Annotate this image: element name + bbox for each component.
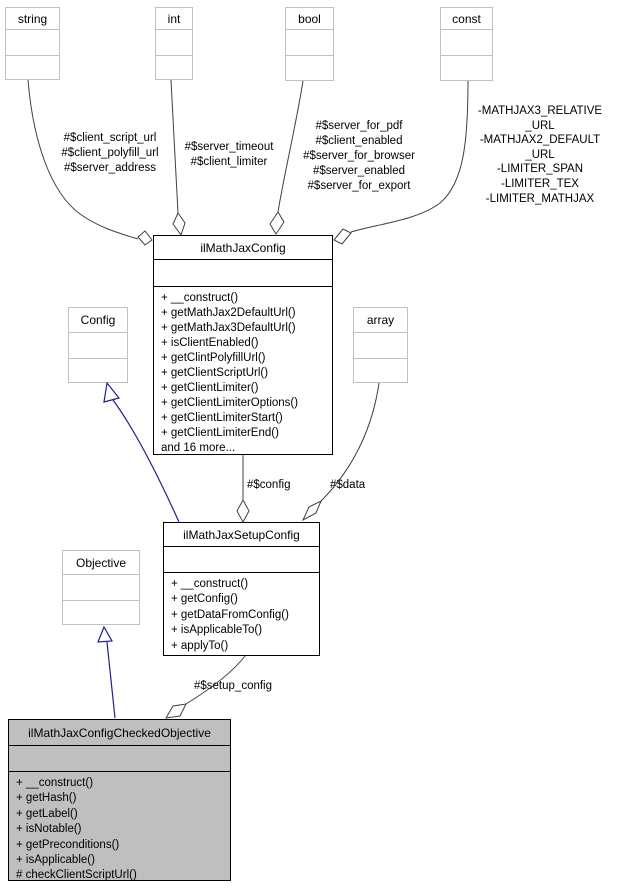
operations-compartment — [6, 55, 59, 79]
method-label: and 16 more... — [161, 442, 236, 454]
aggregation-diamond — [333, 228, 352, 245]
operations-compartment — [63, 600, 139, 624]
edge-label-config: #$config — [247, 479, 291, 491]
method-label: + getDataFromConfig() — [171, 608, 289, 621]
method-label: + getClientLimiterOptions() — [161, 397, 299, 409]
aggregation-diamond — [269, 211, 285, 235]
method-label: + __construct() — [161, 292, 239, 304]
operations-compartment — [354, 358, 407, 382]
method-label: + getClientLimiterStart() — [161, 412, 283, 424]
class-box-bool: bool — [285, 7, 334, 81]
class-title: ilMathJaxSetupConfig — [183, 527, 300, 542]
method-label: + getHash() — [16, 792, 77, 805]
class-box-ilmathjaxconfig[interactable]: ilMathJaxConfig + __construct() + getMath… — [153, 235, 333, 455]
aggregation-diamond — [236, 498, 250, 524]
class-box-const: const — [440, 7, 493, 81]
class-box-ilmathjaxconfigcheckedobjective: ilMathJaxConfigCheckedObjective + __cons… — [8, 719, 231, 881]
attributes-compartment — [69, 332, 127, 358]
attributes-compartment — [63, 574, 139, 600]
method-label: + isNotable() — [16, 823, 82, 836]
attributes-compartment — [354, 332, 407, 358]
method-label: + getMathJax3DefaultUrl() — [161, 322, 296, 334]
operations-compartment — [286, 55, 333, 80]
method-label: + getMathJax2DefaultUrl() — [161, 307, 296, 319]
method-label: + getConfig() — [171, 593, 238, 606]
class-box-array: array — [353, 307, 408, 383]
method-label: + getPreconditions() — [16, 838, 120, 851]
operations-compartment — [156, 55, 192, 79]
method-label: # checkClientScriptUrl() — [16, 869, 137, 882]
class-title: const — [452, 11, 481, 26]
edge-label-int-fields: #$server_timeout #$client_limiter — [184, 141, 274, 168]
aggregation-diamond — [172, 211, 186, 237]
attributes-compartment — [6, 29, 59, 55]
aggregation-diamond — [137, 230, 153, 246]
method-label: + isClientEnabled() — [161, 337, 259, 349]
edge-label-const-fields: -MATHJAX3_RELATIVE _URL -MATHJAX2_DEFAUL… — [477, 105, 603, 205]
class-title: ilMathJaxConfig — [200, 240, 286, 255]
edge-label-bool-fields: #$server_for_pdf #$client_enabled #$serv… — [303, 120, 415, 192]
attributes-compartment — [154, 259, 332, 286]
class-title: int — [167, 11, 181, 26]
method-label: + getClintPolyfillUrl() — [161, 352, 266, 364]
operations-compartment — [69, 358, 127, 382]
class-title: ilMathJaxConfigCheckedObjective — [28, 725, 211, 740]
method-label: + __construct() — [16, 777, 94, 789]
attributes-compartment — [286, 29, 333, 55]
edge-label-data: #$data — [330, 479, 366, 491]
operations-compartment: + __construct() + getHash() + getLabel() + … — [9, 771, 230, 884]
operations-compartment — [441, 55, 492, 80]
attributes-compartment — [164, 546, 319, 572]
method-label: + getClientLimiterEnd() — [161, 427, 279, 439]
class-title: string — [17, 11, 48, 26]
method-label: + getClientScriptUrl() — [161, 367, 269, 379]
class-box-config[interactable]: Config — [68, 307, 128, 383]
edge-label-string-fields: #$client_script_url #$client_polyfill_ur… — [61, 132, 159, 174]
class-box-string: string — [5, 7, 60, 80]
method-label: + isApplicableTo() — [171, 624, 263, 637]
aggregation-diamond — [165, 703, 187, 719]
aggregation-diamond — [301, 499, 322, 522]
attributes-compartment — [441, 29, 492, 55]
method-label: + getClientLimiter() — [161, 382, 259, 394]
attributes-compartment — [156, 29, 192, 55]
class-title: Objective — [75, 555, 127, 570]
edge-checkedobjective-inherits-objective — [106, 641, 116, 719]
class-title: Config — [80, 313, 116, 327]
class-title: array — [366, 313, 395, 327]
class-box-objective[interactable]: Objective — [62, 550, 140, 625]
edge-label-setup-config: #$setup_config — [194, 680, 273, 692]
inheritance-arrowhead — [97, 625, 113, 643]
class-title: bool — [298, 11, 321, 26]
class-box-ilmathjaxsetupconfig[interactable]: ilMathJaxSetupConfig + __construct() + ge… — [163, 522, 320, 656]
class-box-int: int — [155, 7, 193, 80]
inheritance-arrowhead — [103, 381, 121, 403]
method-label: + applyTo() — [171, 639, 229, 652]
method-label: + isApplicable() — [16, 854, 95, 867]
operations-compartment: + __construct() + getMathJax2DefaultUrl()… — [154, 286, 332, 456]
method-label: + __construct() — [171, 578, 249, 590]
attributes-compartment — [9, 745, 230, 771]
operations-compartment: + __construct() + getConfig() + getDataFro… — [164, 572, 319, 655]
method-label: + getLabel() — [16, 807, 78, 820]
